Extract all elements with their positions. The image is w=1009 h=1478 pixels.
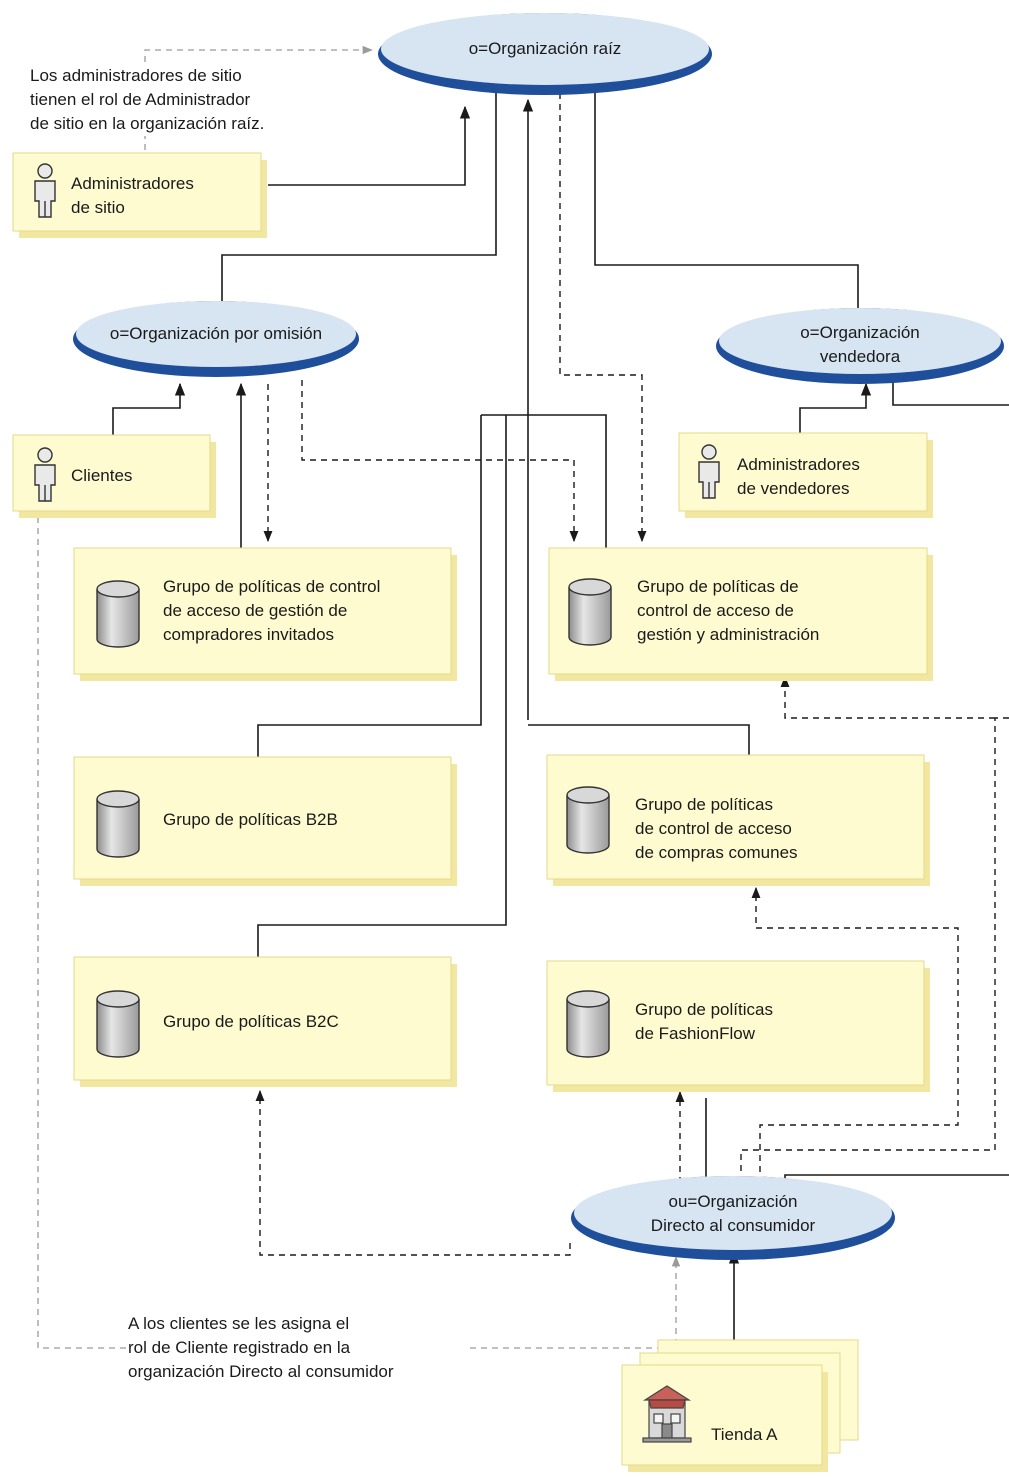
mgmt-policy-label: Grupo de políticas de control de acceso …	[637, 577, 820, 644]
database-icon	[566, 786, 610, 854]
person-icon	[34, 163, 56, 218]
direct-org-label: ou=Organización Directo al consumidor	[650, 1192, 816, 1235]
seller-org-label: o=Organización vendedora	[800, 323, 920, 366]
direct-org-node	[571, 1176, 895, 1260]
root-org-label: o=Organización raíz	[468, 39, 622, 58]
seller-out-line	[892, 380, 1009, 406]
root-org-node	[378, 13, 712, 95]
database-icon	[96, 990, 140, 1058]
customers-note-line-left	[37, 517, 420, 1349]
person-icon	[34, 447, 56, 502]
common-policy-label: Grupo de políticas de control de acceso …	[635, 795, 798, 862]
direct-to-b2c-dashed	[255, 1089, 571, 1256]
mgmt-policy-box	[548, 547, 933, 681]
b2c-policy-connector	[257, 415, 507, 957]
database-icon	[96, 580, 140, 648]
clients-to-default-line	[112, 382, 186, 435]
root-to-seller-line	[594, 93, 859, 322]
seller-admins-to-seller-line	[799, 382, 872, 433]
seller-admins-label: Administradores de vendedores	[737, 455, 860, 498]
store-icon	[642, 1385, 692, 1443]
seller-org-node	[716, 308, 1004, 384]
fashionflow-policy-box	[546, 960, 930, 1092]
site-admins-label: Administradores de sitio	[71, 174, 194, 217]
database-icon	[568, 578, 612, 646]
default-assign-mgmt-dashed	[301, 380, 579, 543]
site-admins-to-root-line	[268, 105, 471, 186]
common-policy-connector	[528, 724, 750, 755]
seller-admins-box	[678, 432, 933, 518]
seller-chain-dashed	[740, 717, 1009, 1205]
customers-label: Clientes	[71, 466, 133, 485]
customers-note-line-right	[470, 1255, 681, 1349]
person-icon	[698, 444, 720, 499]
store-a-label: Tienda A	[711, 1425, 778, 1444]
database-icon	[96, 790, 140, 858]
database-icon	[566, 990, 610, 1058]
b2b-policy-label: Grupo de políticas B2B	[163, 810, 338, 829]
b2b-policy-connector	[257, 415, 482, 757]
default-org-label: o=Organización por omisión	[109, 324, 323, 343]
mgmt-policy-connector	[481, 414, 607, 548]
site-admins-box	[12, 152, 267, 238]
common-policy-box	[546, 754, 930, 886]
root-assign-mgmt-dashed	[559, 93, 647, 543]
site-admins-note: Los administradores de sitio tienen el r…	[30, 64, 330, 136]
fashionflow-policy-label: Grupo de políticas de FashionFlow	[635, 1000, 773, 1043]
guest-policy-label: Grupo de políticas de control de acceso …	[163, 577, 381, 644]
root-to-default-line	[221, 93, 497, 322]
customers-note: A los clientes se les asigna el rol de C…	[128, 1312, 468, 1384]
to-mgmt-policy-dashed	[780, 675, 995, 719]
b2b-policy-box	[73, 756, 457, 886]
direct-to-common-dashed	[751, 886, 959, 1205]
b2c-policy-label: Grupo de políticas B2C	[163, 1012, 339, 1031]
default-org-node	[73, 301, 359, 377]
